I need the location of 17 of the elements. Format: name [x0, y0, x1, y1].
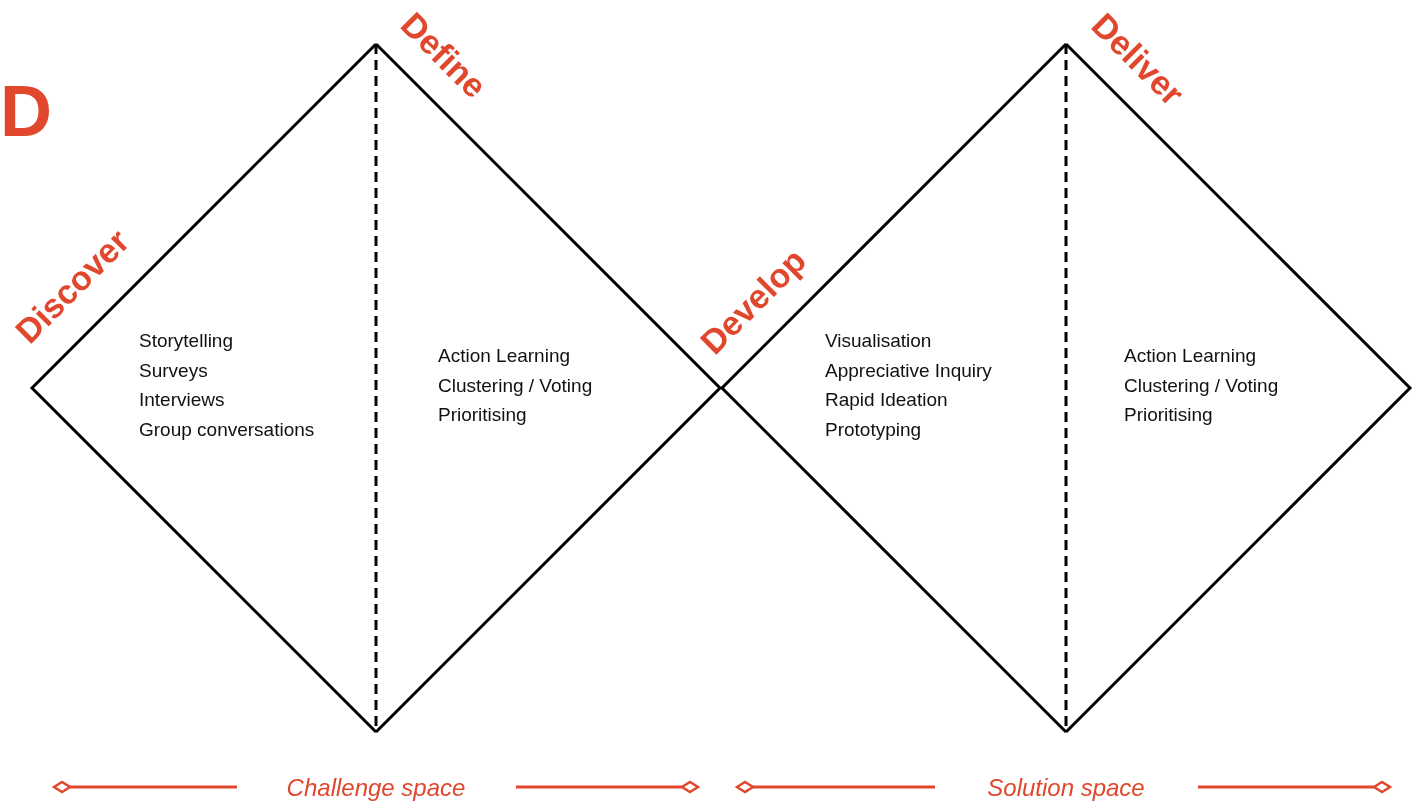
method-text: Prototyping: [825, 417, 923, 442]
method-text: Clustering / Voting: [438, 373, 593, 398]
method-text: Surveys: [139, 358, 209, 383]
method-text: Visualisation: [825, 329, 933, 353]
method-text: Interviews: [139, 388, 226, 412]
method-text: Prioritising: [438, 403, 528, 427]
space-label: Solution space: [987, 774, 1145, 802]
method-text: Appreciative Inquiry: [825, 358, 992, 383]
heading-letter: D: [0, 75, 52, 147]
method-text: Action Learning: [438, 344, 572, 368]
method-text: Group conversations: [139, 417, 315, 442]
method-text: Action Learning: [1124, 344, 1258, 368]
method-text: Storytelling: [139, 329, 234, 353]
space-label: Challenge space: [286, 774, 466, 802]
method-text: Clustering / Voting: [1124, 373, 1279, 398]
method-text: Rapid Ideation: [825, 388, 949, 412]
method-text: Prioritising: [1124, 403, 1214, 427]
